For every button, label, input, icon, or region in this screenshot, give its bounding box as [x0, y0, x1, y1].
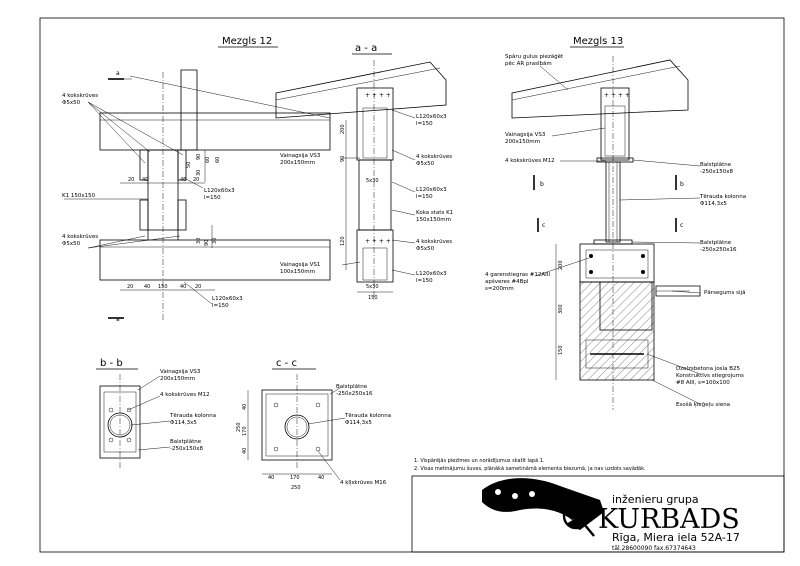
company-tagline: inženieru grupa	[612, 493, 699, 506]
svg-text:90: 90	[340, 156, 346, 162]
section-cc-detail: c - c Balstplātne-250x250x16 Tērauda kol…	[236, 358, 391, 491]
svg-text:5x30: 5x30	[366, 178, 379, 184]
svg-text:150: 150	[368, 295, 378, 301]
svg-text:a: a	[116, 70, 120, 77]
drawing-frame	[39, 17, 785, 553]
svg-text:c: c	[542, 222, 545, 229]
svg-text:200: 200	[558, 260, 564, 270]
svg-text:30: 30	[196, 170, 202, 176]
svg-text:20: 20	[195, 284, 201, 290]
section-cc-plate-label: Balstplātne-250x250x16	[336, 384, 373, 397]
svg-text:90: 90	[196, 154, 202, 160]
svg-text:40: 40	[180, 284, 186, 290]
svg-text:50: 50	[186, 162, 192, 168]
section-bb-bolts-label: 4 kokskrūves M12	[160, 392, 210, 398]
svg-text:+ + + +: + + + +	[604, 92, 630, 99]
svg-text:20: 20	[128, 177, 134, 183]
svg-text:60: 60	[205, 157, 211, 163]
svg-text:30: 30	[212, 238, 218, 244]
svg-text:5x30: 5x30	[366, 284, 379, 290]
svg-text:90: 90	[204, 240, 210, 246]
svg-text:200: 200	[340, 124, 346, 134]
node-13-plate-top-label: Balstplātne-250x150x8	[700, 162, 733, 175]
node-12-dims-top: 20 40 40 20 30 60 90 60 50	[128, 154, 221, 183]
svg-text:40: 40	[268, 475, 274, 481]
company-address: Rīga, Miera iela 52A-17	[612, 531, 740, 544]
section-bb-title: b - b	[100, 358, 123, 369]
svg-text:c: c	[680, 222, 683, 229]
svg-text:40: 40	[180, 177, 186, 183]
company-logo	[482, 478, 604, 537]
note-2: 2. Visas metinājumu šuves, plānākā samet…	[414, 465, 646, 472]
svg-text:300: 300	[558, 304, 564, 314]
svg-text:60: 60	[215, 157, 221, 163]
svg-text:250: 250	[291, 485, 301, 491]
svg-text:b: b	[540, 181, 544, 188]
svg-text:170: 170	[290, 475, 300, 481]
svg-text:+ + + +: + + + +	[365, 92, 391, 99]
svg-text:170: 170	[242, 426, 248, 436]
svg-text:40: 40	[318, 475, 324, 481]
section-cc-anchors-label: 4 ķīļskrūves M16	[340, 480, 387, 486]
node-12-detail: Mezgls 12 a a	[62, 36, 331, 323]
section-aa-title: a - a	[355, 43, 377, 54]
company-contacts: tāl.28600090 fax.67374643	[612, 545, 696, 552]
svg-text:30: 30	[196, 238, 202, 244]
node-13-wall-label: Esošā ķieģeļu siena	[676, 401, 730, 408]
node-13-bolts-label: 4 kokskrūves M12	[505, 158, 555, 164]
node-13-title: Mezgls 13	[573, 36, 623, 47]
svg-text:120: 120	[340, 236, 346, 246]
node-13-detail: Mezgls 13 + + + + 200 300 150	[485, 36, 746, 410]
svg-text:150: 150	[558, 345, 564, 355]
company-name: KURBADS	[598, 504, 740, 535]
note-1: 1. Vispārējās piezīmes un norādījumus sk…	[414, 458, 545, 464]
node-13-slab-label: Pārsegums sijā	[704, 290, 745, 296]
svg-text:+ + + +: + + + +	[365, 238, 391, 245]
svg-text:b: b	[680, 181, 684, 188]
section-cc-title: c - c	[276, 358, 297, 369]
svg-text:a: a	[116, 316, 120, 323]
section-bb-plate-label: Balstplātne-250x150x8	[170, 439, 203, 452]
node-12-title: Mezgls 12	[222, 36, 272, 47]
title-block	[411, 475, 785, 553]
section-cc-dims: 40 170 40 250 40 170 40 250	[236, 404, 324, 491]
svg-text:40: 40	[142, 177, 148, 183]
svg-text:150: 150	[158, 284, 168, 290]
general-notes: 1. Vispārējās piezīmes un norādījumus sk…	[414, 458, 646, 472]
node-13-plate-bottom-label: Balstplātne-250x250x16	[700, 240, 737, 253]
svg-text:40: 40	[144, 284, 150, 290]
section-aa-dims: 200 90 5x30 120 5x30 150	[340, 124, 379, 301]
node-12-column-label: K1 150x150	[62, 193, 96, 199]
svg-text:40: 40	[242, 404, 248, 410]
svg-text:20: 20	[127, 284, 133, 290]
svg-text:250: 250	[236, 422, 242, 432]
svg-text:40: 40	[242, 448, 248, 454]
node-12-dims-bottom: 20 40 150 40 20 30 90 30	[127, 238, 218, 290]
svg-text:20: 20	[193, 177, 199, 183]
